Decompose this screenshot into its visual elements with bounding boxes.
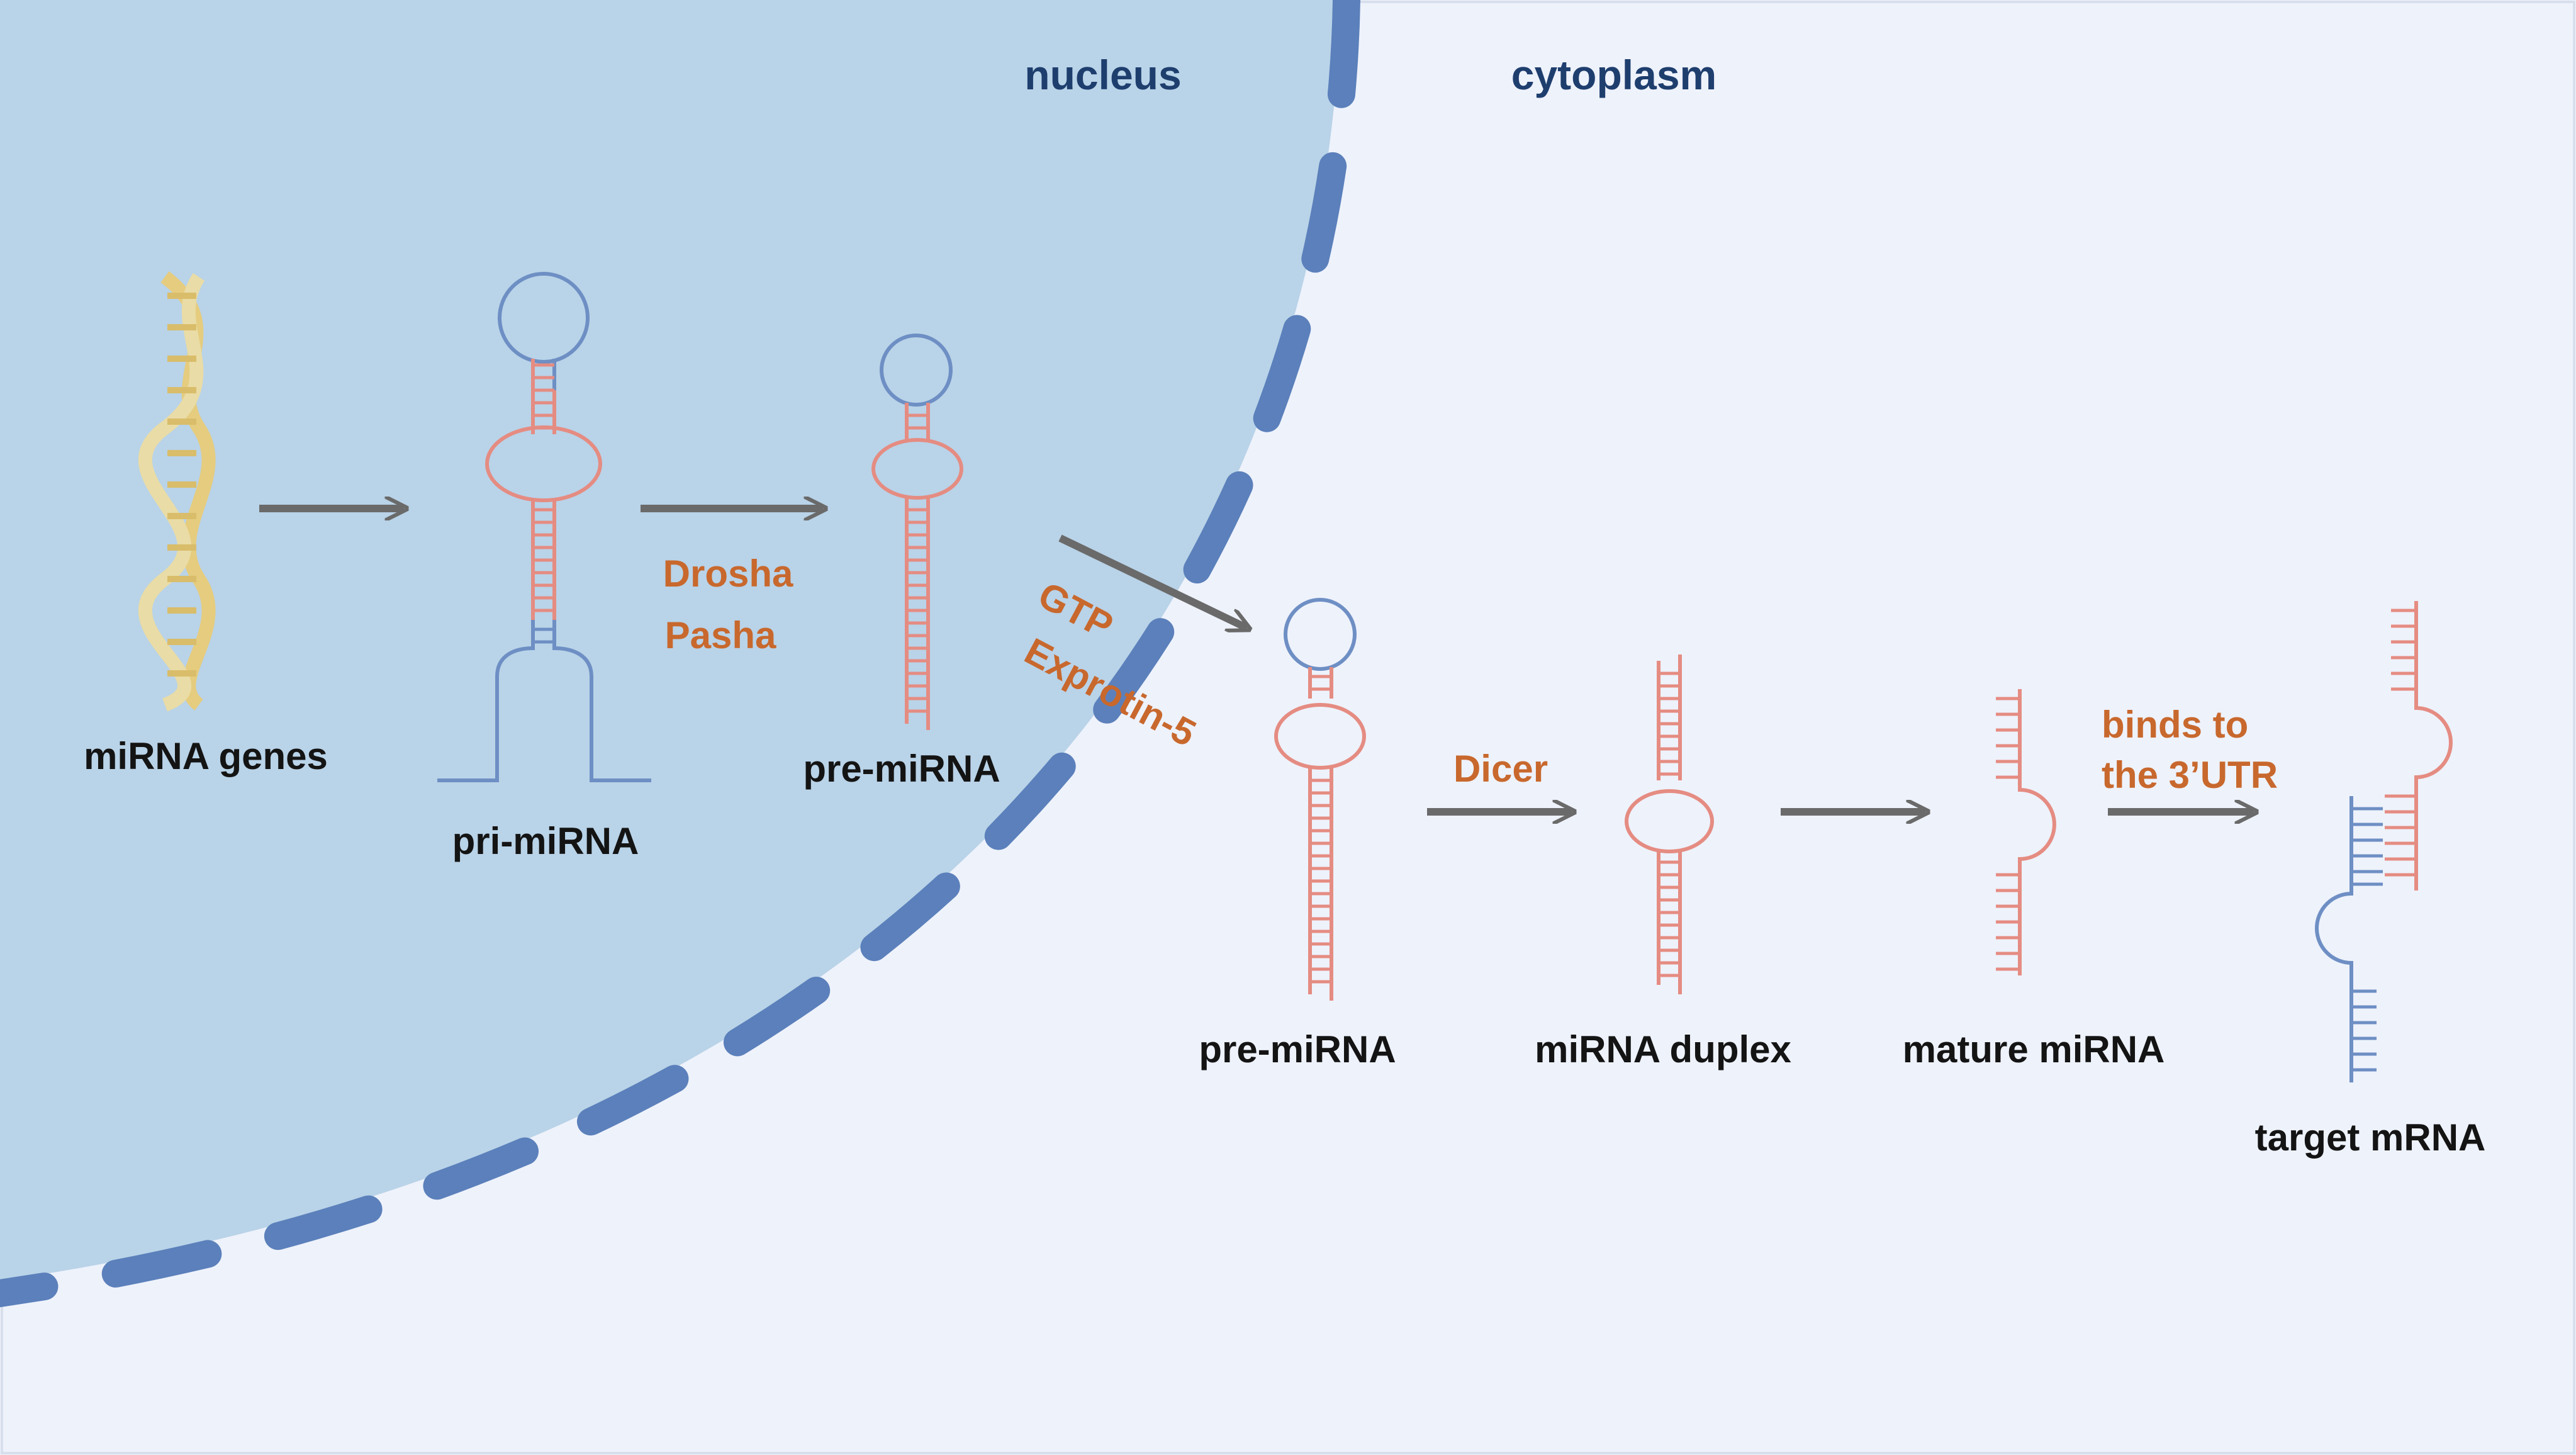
process-arrows: [259, 508, 2254, 812]
nuclear-envelope: [0, 0, 1360, 1307]
target-mrna-complex: [2315, 601, 2453, 1082]
dna-helix-icon: [138, 271, 216, 712]
pre-mirna-nucleus-label: pre-miRNA: [803, 748, 1000, 790]
pri-mirna-hairpin: [437, 272, 651, 782]
mature-mirna-label: mature miRNA: [1903, 1028, 2165, 1070]
pri-mirna-label: pri-miRNA: [452, 820, 639, 862]
binds-to-label: binds to: [2102, 704, 2248, 746]
cytoplasm-label: cytoplasm: [1511, 52, 1716, 98]
pre-mirna-cytoplasm-hairpin: [1274, 598, 1366, 1001]
pre-mirna-cytoplasm-label: pre-miRNA: [1199, 1028, 1396, 1070]
mirna-duplex: [1625, 654, 1714, 994]
nucleus-label: nucleus: [1024, 52, 1181, 98]
pre-mirna-nucleus-hairpin: [871, 334, 963, 730]
mirna-genes-label: miRNA genes: [84, 735, 328, 777]
drosha-label: Drosha: [663, 553, 793, 595]
arrow-export: [1058, 534, 1247, 628]
dicer-label: Dicer: [1453, 748, 1548, 790]
nucleus-region: [0, 0, 1340, 1281]
mirna-duplex-label: miRNA duplex: [1535, 1028, 1791, 1070]
three-utr-label: the 3’UTR: [2102, 754, 2278, 796]
mature-mirna-strand: [1996, 689, 2056, 975]
target-mrna-label: target mRNA: [2255, 1116, 2486, 1159]
pasha-label: Pasha: [665, 614, 776, 656]
